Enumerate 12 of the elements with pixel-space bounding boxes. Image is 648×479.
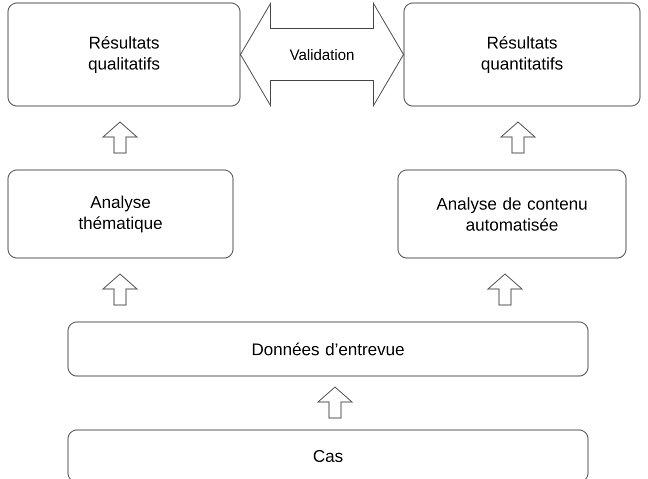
- process-box: Données d’entrevue: [68, 322, 588, 376]
- block-arrow: [102, 121, 138, 154]
- process-box: Analyse thématique: [8, 170, 234, 258]
- process-box: Résultats qualitatifs: [8, 2, 240, 106]
- process-box: Résultats quantitatifs: [404, 2, 640, 106]
- block-arrow: [102, 273, 138, 306]
- process-box: Cas: [68, 430, 588, 479]
- block-arrow: [486, 273, 524, 306]
- block-arrow: [316, 386, 354, 418]
- edge-label: Validation: [288, 48, 356, 61]
- process-box: Analyse de contenu automatisée: [398, 170, 626, 258]
- block-arrow: [500, 121, 536, 154]
